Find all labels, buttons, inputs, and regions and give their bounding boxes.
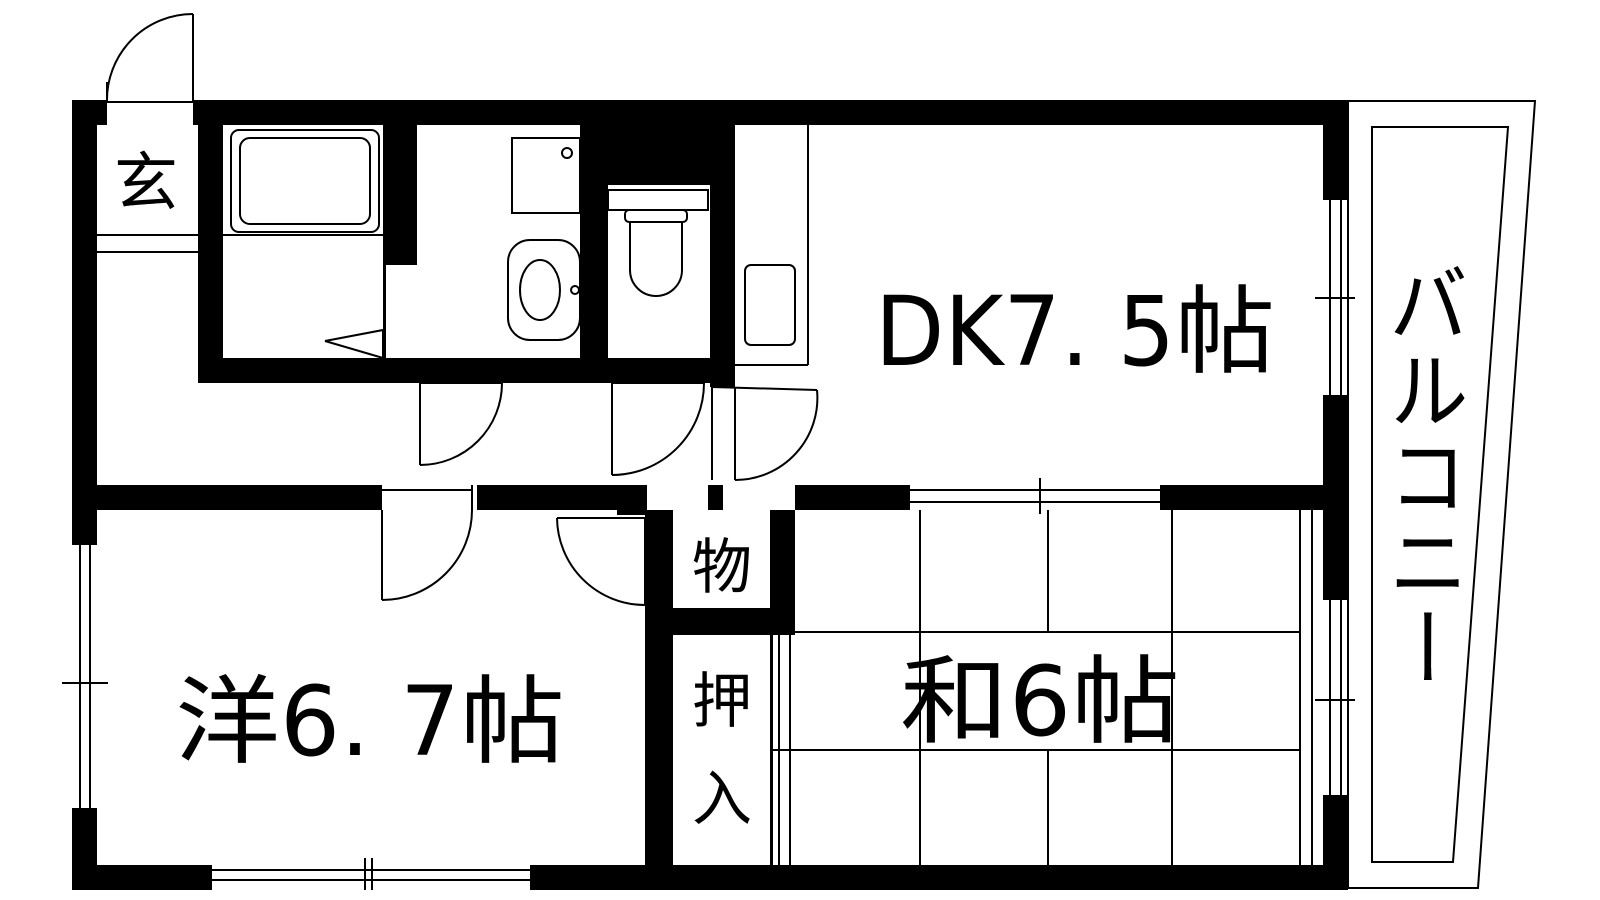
toilet: [607, 189, 709, 297]
entrance-door: [105, 13, 194, 103]
washroom-fixtures: [507, 137, 581, 341]
windows: [62, 200, 1355, 890]
balcony: [1347, 100, 1537, 889]
label-western: 洋6. 7帖: [175, 666, 565, 778]
tatami-mats: [795, 510, 1300, 865]
entrance-step: [97, 234, 198, 253]
label-closet-top: 押: [692, 667, 752, 737]
doors: [381, 382, 819, 606]
interior-walls: [72, 125, 1348, 890]
bathtub: [223, 129, 384, 360]
kitchen-counter: [735, 125, 809, 366]
label-japanese: 和6帖: [900, 646, 1180, 758]
label-entrance: 玄: [114, 147, 178, 221]
label-closet-bottom: 入: [692, 765, 752, 835]
label-balcony: バルコニー: [1376, 260, 1469, 690]
label-dk: DK7. 5帖: [875, 276, 1275, 388]
label-storage: 物: [692, 533, 752, 603]
